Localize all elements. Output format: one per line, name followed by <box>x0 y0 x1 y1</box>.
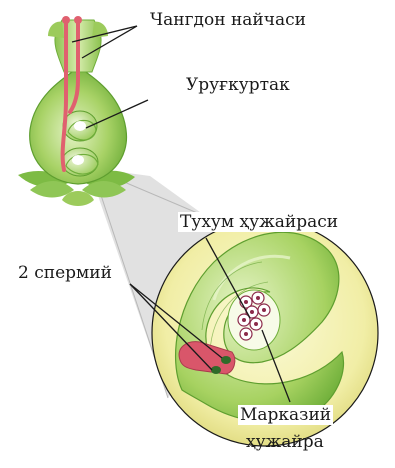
label-pollen-tubes: Чангдон найчаси <box>150 10 306 30</box>
label-central-cell-line2: ҳужайра <box>246 432 324 452</box>
pistil <box>18 16 135 206</box>
label-egg-cell: Тухум ҳужайраси <box>178 212 340 232</box>
label-central-cell-line1: Марказий <box>238 405 333 425</box>
label-two-sperm: 2 спермий <box>16 263 114 283</box>
label-ovule: Уруғкуртак <box>186 75 290 95</box>
